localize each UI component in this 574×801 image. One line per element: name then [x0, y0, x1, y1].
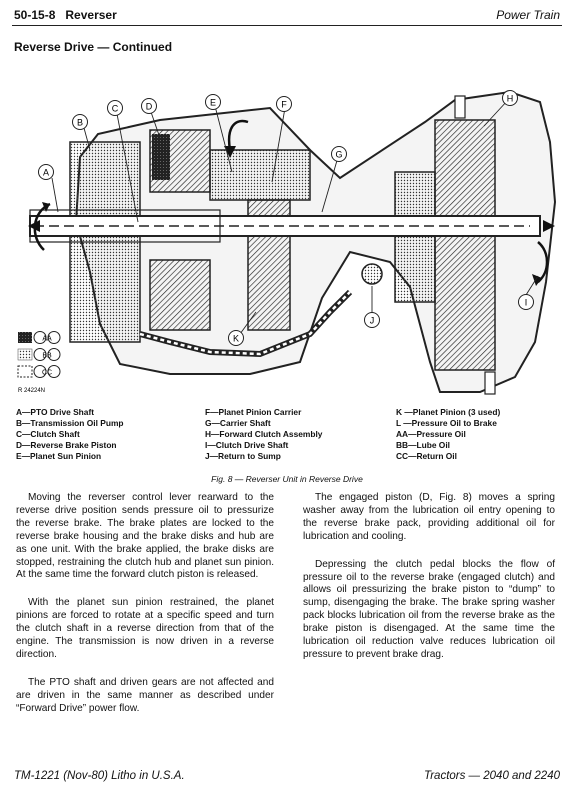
legend-item: C—Clutch Shaft: [16, 429, 80, 440]
shaft-arrow-left: [28, 220, 40, 232]
header-rule: [12, 25, 562, 26]
legend-item: CC—Return Oil: [396, 451, 457, 462]
key-bb-label: BB: [42, 353, 52, 360]
key-cc-label: CC: [42, 370, 52, 377]
callout-e-label: E: [210, 98, 216, 108]
section-name: Reverser: [65, 8, 117, 22]
figure-caption: Fig. 8 — Reverser Unit in Reverse Drive: [211, 474, 363, 484]
bottom-bolt: [484, 371, 496, 395]
paragraph: With the planet sun pinion restrained, t…: [16, 597, 274, 660]
callout-g-label: G: [335, 150, 342, 160]
callout-j: J: [364, 312, 380, 328]
legend-item: BB—Lube Oil: [396, 440, 450, 451]
rotation-arrow-e: [227, 119, 249, 151]
section-number: 50-15-8: [14, 8, 56, 22]
body-column-right: The engaged piston (D, Fig. 8) moves a s…: [303, 492, 555, 677]
legend-item: H—Forward Clutch Assembly: [205, 429, 323, 440]
key-lube-oil: BB: [17, 348, 61, 361]
callout-c-label: C: [112, 104, 119, 114]
callout-g: G: [331, 146, 347, 162]
paragraph: Depressing the clutch pedal blocks the f…: [303, 558, 555, 660]
legend-item: B—Transmission Oil Pump: [16, 418, 124, 429]
page-header: 50-15-8 Reverser Power Train: [14, 8, 560, 26]
callout-c: C: [107, 100, 123, 116]
callout-h-label: H: [507, 94, 514, 104]
paragraph: The engaged piston (D, Fig. 8) moves a s…: [303, 492, 555, 542]
chapter-title: Power Train: [496, 8, 560, 22]
body-column-left: Moving the reverser control lever rearwa…: [16, 492, 274, 731]
legend-item: J—Return to Sump: [205, 451, 281, 462]
callout-f: F: [276, 96, 292, 112]
brake-piston: [152, 134, 170, 180]
legend-column-1: A—PTO Drive Shaft B—Transmission Oil Pum…: [16, 407, 124, 462]
legend-column-2: F—Planet Pinion Carrier G—Carrier Shaft …: [205, 407, 322, 462]
return-oil-passage-inner: [139, 291, 351, 356]
legend-column-3: K —Planet Pinion (3 used) L —Pressure Oi…: [396, 407, 500, 462]
legend-item: AA—Pressure Oil: [396, 429, 466, 440]
top-bolt: [454, 95, 466, 119]
legend-item: F—Planet Pinion Carrier: [205, 407, 302, 417]
sump-valve: [361, 263, 383, 285]
legend-item: I—Clutch Drive Shaft: [205, 440, 289, 451]
key-pressure-oil: AA: [18, 331, 61, 344]
callout-h: H: [502, 90, 518, 106]
key-aa-label: AA: [42, 336, 52, 343]
shaft-arrow-right: [543, 220, 555, 232]
callout-b: B: [72, 114, 88, 130]
header-section: 50-15-8 Reverser: [14, 8, 117, 22]
paragraph: Moving the reverser control lever rearwa…: [16, 492, 274, 581]
footer-right: Tractors — 2040 and 2240: [424, 770, 560, 782]
callout-b-label: B: [77, 118, 83, 128]
callout-a-label: A: [43, 168, 49, 178]
paragraph: The PTO shaft and driven gears are not a…: [16, 676, 274, 714]
brake-pack-lower: [149, 259, 211, 331]
legend-item: A—PTO Drive Shaft: [16, 407, 95, 417]
legend-item: K —Planet Pinion (3 used): [396, 407, 501, 417]
legend-item: E—Planet Sun Pinion: [16, 451, 102, 462]
legend-item: D—Reverse Brake Piston: [16, 440, 117, 451]
image-code: R 24224N: [18, 388, 45, 394]
callout-i: I: [518, 294, 534, 310]
brake-pack-upper: [149, 129, 211, 193]
legend-item: G—Carrier Shaft: [205, 418, 271, 429]
footer-left: TM-1221 (Nov-80) Litho in U.S.A.: [14, 770, 185, 782]
callout-d-label: D: [146, 102, 153, 112]
callout-e: E: [205, 94, 221, 110]
callout-i-label: I: [525, 298, 528, 308]
legend-item: L —Pressure Oil to Brake: [396, 418, 497, 429]
callout-j-label: J: [370, 316, 375, 326]
callout-k-label: K: [233, 334, 239, 344]
callout-k: K: [228, 330, 244, 346]
reverser-diagram: A B C D E F G H I J K AA BB CC R 24224N: [17, 90, 557, 395]
callout-a: A: [38, 164, 54, 180]
planet-carrier: [209, 149, 311, 201]
callout-f-label: F: [281, 100, 287, 110]
forward-clutch: [434, 119, 496, 371]
callout-d: D: [141, 98, 157, 114]
section-title: Reverse Drive — Continued: [14, 40, 173, 54]
key-return-oil: CC: [17, 365, 61, 378]
